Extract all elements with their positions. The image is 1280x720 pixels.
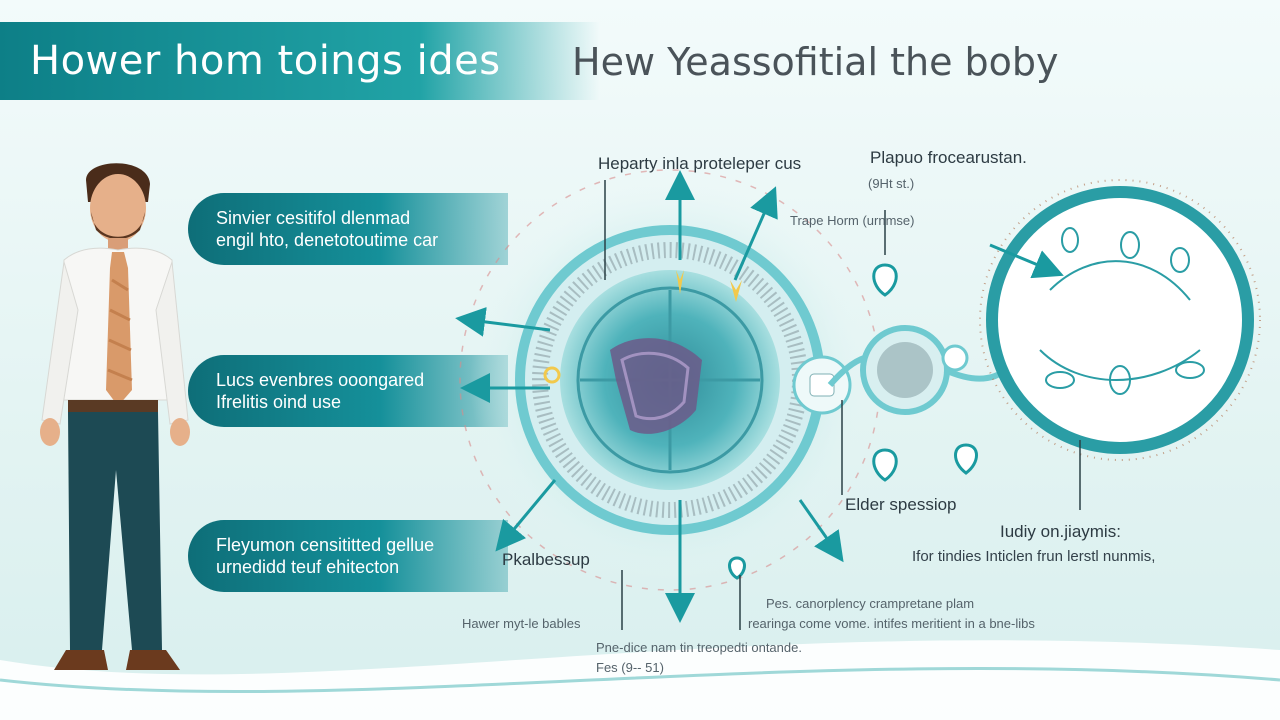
bottom-caption-1: Hawer myt-le bables (462, 616, 581, 631)
label-right-lower-title: Iudiy on.jiaymis: (1000, 522, 1121, 541)
label-right-lower-sub: Ifor tindies Inticlen frun lerstl nunmis… (912, 548, 1156, 565)
info-pill-3-line1: Fleyumon censititted gellue (216, 535, 435, 555)
page-subtitle: Hew Yeassofitial the boby (572, 40, 1059, 84)
header-band (0, 22, 600, 100)
info-pill-1-line2: engil hto, denetotoutime car (216, 230, 439, 250)
label-bottom-left: Pkalbessup (502, 550, 590, 569)
label-top-right-title: Plapuo frocearustan. (870, 148, 1027, 167)
marker-icon (728, 263, 978, 580)
bottom-wave-decoration (0, 640, 1280, 720)
info-pill-2-line2: Ifrelitis oind use (216, 392, 342, 412)
bottom-caption-4: Pne-dice nam tin treopedti ontande. (596, 640, 802, 655)
info-pill-3-line2: urnedidd teuf ehitecton (216, 557, 400, 577)
bottom-caption-5: Fes (9-- 51) (596, 660, 664, 675)
page-title: Hower hom toings ides (30, 38, 501, 84)
info-pill-3: Fleyumon censititted gellue urnedidd teu… (188, 520, 508, 592)
large-cell (986, 186, 1254, 454)
label-center-lower: Elder spessiop (845, 495, 957, 514)
info-pill-2: Lucs evenbres ooongared Ifrelitis oind u… (188, 355, 508, 427)
label-top-left: Heparty inla proteleper cus (598, 154, 802, 173)
label-mid-top: Trape Horm (urnmse) (790, 213, 915, 228)
cell-diagram (455, 169, 1261, 630)
bottom-caption-3: rearinga come vome. intifes meritient in… (748, 616, 1035, 631)
label-top-right-sub: (9Ht st.) (868, 176, 915, 191)
info-pill-2-line1: Lucs evenbres ooongared (216, 370, 425, 390)
bottom-caption-2: Pes. canorplency crampretane plam (766, 596, 975, 611)
man-illustration (40, 163, 190, 670)
info-pill-1: Sinvier cesitifol dlenmad engil hto, den… (188, 193, 508, 265)
info-pill-1-line1: Sinvier cesitifol dlenmad (216, 208, 411, 228)
